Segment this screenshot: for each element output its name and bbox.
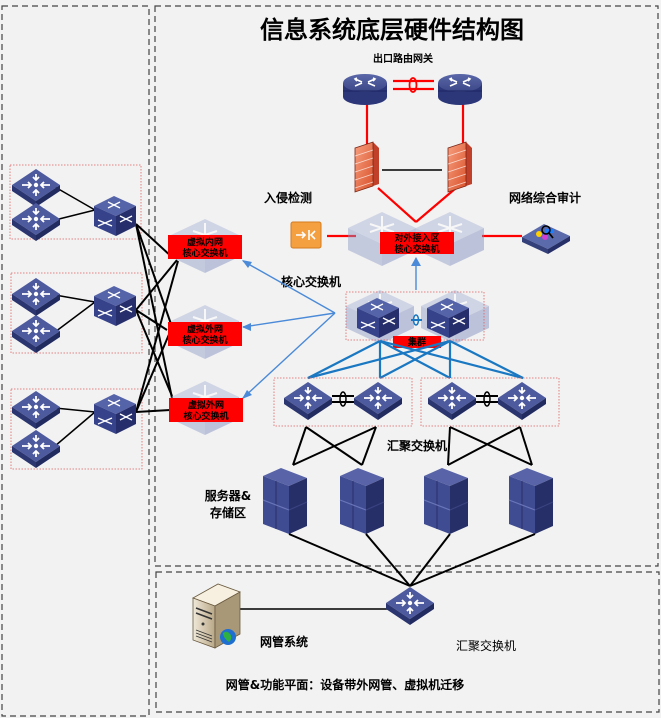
core-agg-links [307,339,524,380]
audit-label: 网络综合审计 [509,190,581,205]
gateway-router-left [342,73,388,106]
left-panel [1,5,150,717]
main-panel [154,5,659,567]
mgmt-system-label: 网管系统 [260,634,308,649]
gateway-router-right [437,73,483,106]
virtual-switch-2: 虚拟外网 核心交换机 [168,304,242,360]
server-rack-1 [262,467,308,535]
server-storage-label-line2: 存储区 [209,505,246,520]
mgmt-plane-label: 网管&功能平面：设备带外网管、虚拟机迁移 [226,677,464,692]
access-links [54,186,96,447]
aggregation-switch-label: 汇聚交换机 [387,438,447,453]
ids-label: 入侵检测 [264,190,312,205]
virtual-switch-1: 虚拟内网 核心交换机 [168,218,242,274]
access-core-links [135,223,179,413]
virtual-links [242,260,336,399]
gateway-label: 出口路由网关 [373,52,433,65]
virtual-switch-3: 虚拟外网 核心交换机 [169,380,243,436]
access-group-3 [10,388,143,470]
svg-text:虚拟内网: 虚拟内网 [187,236,223,248]
agg-server-links [292,426,533,466]
edge-links [327,77,522,238]
svg-text:核心交换机: 核心交换机 [394,243,439,255]
external-core-switch: 对外接入区 核心交换机 [347,211,485,267]
uplink-arrow [411,257,421,290]
server-rack-3 [423,467,469,535]
core-switch-label: 核心交换机 [281,274,341,289]
svg-text:核心交换机: 核心交换机 [183,410,228,422]
svg-text:核心交换机: 核心交换机 [182,334,227,346]
firewall-right [447,141,473,193]
mgmt-server-icon [192,583,241,649]
core-switch-cluster: 集群 [345,289,490,348]
audit-device-icon [522,224,570,254]
svg-text:虚拟外网: 虚拟外网 [187,323,223,335]
server-rack-2 [339,467,385,535]
access-group-1 [9,164,142,240]
svg-text:虚拟外网: 虚拟外网 [188,399,224,411]
server-storage-label-line1: 服务器& [205,488,251,503]
server-rack-4 [508,467,554,535]
ids-device-icon [290,221,322,249]
firewall-left [354,141,380,193]
svg-text:对外接入区: 对外接入区 [394,232,439,244]
mgmt-aggregation-switch-label: 汇聚交换机 [456,638,516,653]
diagram-title: 信息系统底层硬件结构图 [260,16,524,44]
aggregation-stack-links [332,391,498,407]
aggregation-group-right [420,377,560,427]
server-mgmt-links [240,533,536,610]
cluster-label: 集群 [407,336,426,348]
svg-text:核心交换机: 核心交换机 [182,247,227,259]
aggregation-group-left [273,377,413,427]
